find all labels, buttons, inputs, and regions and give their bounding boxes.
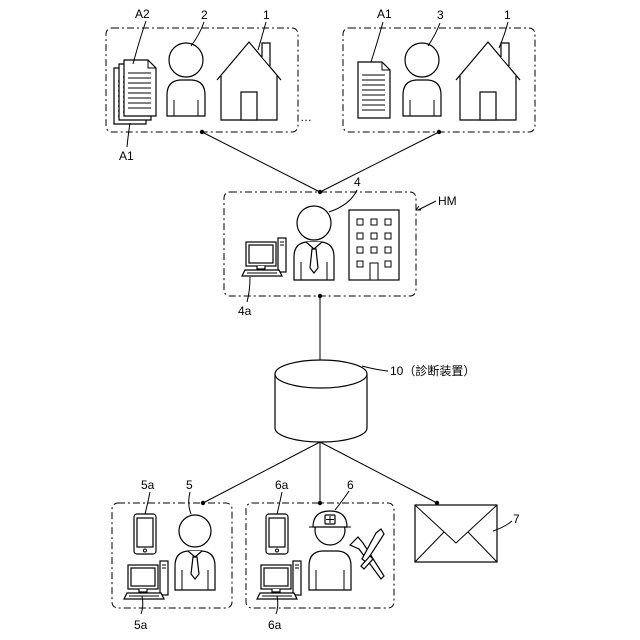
- label-3: 3: [437, 8, 444, 22]
- ellipsis-label: …: [300, 110, 312, 124]
- label-6a-bottom: 6a: [268, 618, 282, 632]
- document-a2-icon: [119, 60, 156, 120]
- building-icon: [349, 210, 399, 280]
- label-7: 7: [513, 512, 520, 526]
- label-2: 2: [201, 8, 208, 22]
- worker-6-icon: [309, 511, 351, 590]
- mail-icon: [415, 505, 497, 562]
- label-1-left: 1: [263, 8, 270, 22]
- label-4a: 4a: [238, 304, 252, 318]
- label-5: 5: [186, 478, 193, 492]
- diagnostic-device-icon: [275, 360, 367, 442]
- label-4: 4: [354, 175, 361, 189]
- manager-4-icon: [294, 206, 334, 280]
- label-a2: A2: [135, 7, 150, 21]
- owner-2-icon: [167, 43, 205, 116]
- connections: [200, 130, 441, 505]
- owner-3-icon: [403, 43, 441, 116]
- label-1-right: 1: [504, 8, 511, 22]
- tools-icon: [350, 529, 384, 579]
- label-hm: HM: [438, 194, 457, 208]
- smartphone-6a-icon: [266, 514, 288, 554]
- manager-pc-icon: [242, 238, 286, 276]
- pc-5a-icon: [124, 561, 168, 599]
- house-right-icon: [456, 42, 520, 120]
- label-a1-right: A1: [377, 7, 392, 21]
- house-left-icon: [217, 42, 281, 120]
- label-6: 6: [347, 478, 354, 492]
- user-5-group: [112, 503, 232, 608]
- label-5a-bottom: 5a: [134, 618, 148, 632]
- label-a1-left: A1: [119, 149, 134, 163]
- label-10: 10（診断装置）: [390, 363, 475, 378]
- label-6a-top: 6a: [275, 478, 289, 492]
- pc-6a-icon: [257, 561, 301, 599]
- smartphone-5a-icon: [134, 514, 156, 554]
- document-a1-right-icon: [358, 62, 390, 118]
- label-5a-top: 5a: [141, 478, 155, 492]
- person-5-icon: [175, 515, 215, 590]
